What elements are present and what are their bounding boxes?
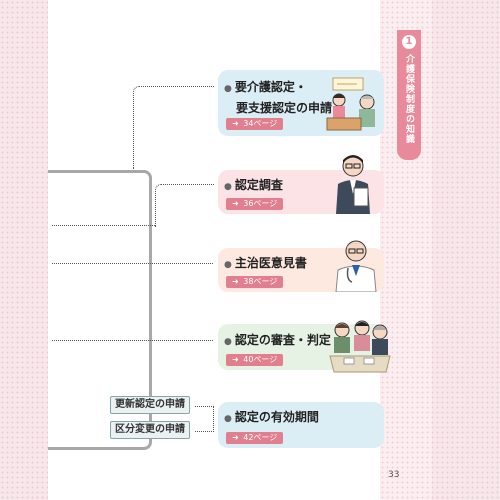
card-investigation-title: ●認定調査 (224, 178, 283, 192)
connector-line-2b (52, 225, 155, 226)
committee-icon (329, 320, 391, 373)
connector-line-4 (52, 340, 213, 341)
bullet-icon: ● (224, 84, 232, 94)
investigator-icon (336, 155, 370, 214)
card-doctor-opinion-ref[interactable]: ➜ 38ページ (226, 276, 284, 288)
card-review-ref[interactable]: ➜ 40ページ (226, 354, 284, 366)
doctor-icon (335, 240, 377, 292)
page-number: 33 (388, 470, 400, 480)
label-renewal-application: 更新認定の申請 (110, 396, 190, 414)
chapter-title: 介護保険制度の知識 (404, 54, 414, 144)
card-application-ref[interactable]: ➜ 34ページ (226, 118, 284, 130)
card-validity-ref[interactable]: ➜ 42ページ (226, 432, 284, 444)
bullet-icon: ● (224, 337, 232, 347)
bullet-icon: ● (224, 182, 232, 192)
label-change-application: 区分変更の申請 (110, 421, 190, 439)
connector-line-1 (133, 86, 214, 169)
connector-line-2 (155, 184, 214, 227)
bullet-icon: ● (224, 414, 232, 424)
card-validity-title: ●認定の有効期間 (224, 410, 319, 424)
bullet-icon: ● (224, 260, 232, 270)
connector-line-3 (52, 263, 213, 264)
card-review-title: ●認定の審査・判定 (224, 333, 331, 347)
chapter-number: 1 (402, 35, 416, 49)
flow-bracket (48, 170, 152, 450)
reception-desk-icon (326, 77, 375, 131)
card-investigation-ref[interactable]: ➜ 36ページ (226, 198, 284, 210)
chapter-tab[interactable] (397, 30, 421, 160)
connector-line-5 (195, 406, 214, 432)
card-doctor-opinion-title: ●主治医意見書 (224, 256, 307, 270)
card-application-title: ●要介護認定・ 要支援認定の申請 (224, 80, 333, 115)
